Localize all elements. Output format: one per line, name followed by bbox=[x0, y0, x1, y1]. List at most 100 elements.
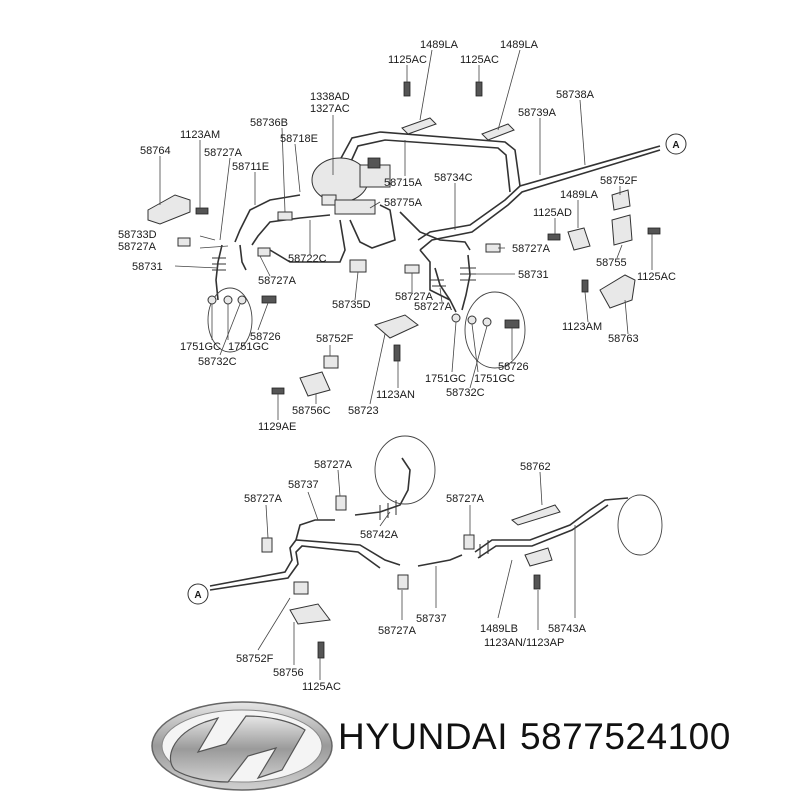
bolt-1125AC-1 bbox=[403, 81, 411, 97]
hose-lower-right-ribs bbox=[479, 540, 489, 558]
leader bbox=[219, 157, 231, 241]
washer-1751GC-right-1 bbox=[451, 313, 461, 323]
hose-lower-ribs bbox=[379, 500, 397, 520]
leader bbox=[257, 597, 291, 651]
pipe-top-curve-2 bbox=[347, 139, 511, 193]
bracket-1489LA-1 bbox=[401, 117, 437, 135]
leader bbox=[624, 299, 629, 335]
leader bbox=[439, 287, 443, 303]
pipe-long-2 bbox=[419, 149, 661, 251]
part-label: 58727A bbox=[118, 241, 157, 253]
part-label: 1125AD bbox=[533, 207, 572, 219]
reservoir-cap bbox=[367, 157, 381, 169]
leader bbox=[199, 245, 229, 249]
part-label: 1125AC bbox=[460, 54, 499, 66]
part-label: 58727A bbox=[244, 493, 283, 505]
part-label: 58731 bbox=[518, 269, 549, 281]
part-label: 1125AC bbox=[388, 54, 427, 66]
leader bbox=[584, 291, 589, 323]
part-label: 58727A bbox=[446, 493, 485, 505]
leader bbox=[265, 504, 269, 539]
part-label: 58722C bbox=[288, 253, 327, 265]
bolt-1125AC-2 bbox=[475, 81, 483, 97]
bracket-58762 bbox=[511, 504, 561, 526]
part-label: 1338AD bbox=[310, 91, 350, 103]
bolt-1125AD bbox=[547, 233, 561, 241]
part-label: 58743A bbox=[548, 623, 587, 635]
part-label: 58733D bbox=[118, 229, 157, 241]
callout-a-upper-label: A bbox=[672, 140, 679, 151]
leader bbox=[257, 302, 269, 331]
bracket-58723 bbox=[374, 314, 419, 339]
bracket-1489LA-2 bbox=[481, 123, 515, 141]
part-label: 1125AC bbox=[637, 271, 676, 283]
leader bbox=[199, 235, 216, 241]
lower-parts bbox=[261, 435, 663, 659]
leader bbox=[497, 559, 513, 619]
leader bbox=[539, 471, 543, 506]
leader bbox=[469, 325, 488, 389]
part-label: 58742A bbox=[360, 529, 399, 541]
hose-left bbox=[215, 244, 223, 301]
valve-58775A bbox=[334, 199, 376, 215]
pipe-lower-2 bbox=[209, 545, 381, 591]
part-label: 58727A bbox=[204, 147, 243, 159]
brand-name: HYUNDAI bbox=[338, 716, 509, 757]
washer-left-3 bbox=[237, 295, 247, 305]
hose-left-ribs bbox=[212, 257, 226, 271]
pipe-left-1 bbox=[234, 194, 301, 243]
leader bbox=[281, 127, 286, 213]
part-label: 58723 bbox=[348, 405, 379, 417]
bracket-58755 bbox=[611, 214, 633, 246]
part-label: 58727A bbox=[414, 301, 453, 313]
bolt-1129AE bbox=[271, 387, 285, 395]
pipe-lower-3 bbox=[295, 519, 335, 541]
bracket-58763 bbox=[599, 274, 636, 309]
part-label: 58726 bbox=[498, 361, 529, 373]
part-label: 58755 bbox=[596, 257, 627, 269]
lower-brake-pipes bbox=[209, 457, 629, 591]
hyundai-logo bbox=[151, 701, 333, 791]
part-label: 58727A bbox=[395, 291, 434, 303]
clip-58718E bbox=[321, 194, 337, 206]
bracket-1489LA-right bbox=[567, 227, 591, 251]
part-label: 1751GC bbox=[228, 341, 269, 353]
clip-58752F-right bbox=[611, 189, 631, 211]
clip-58727A-lower-4 bbox=[397, 574, 409, 590]
wheel-outline-right bbox=[464, 291, 526, 369]
leader bbox=[354, 271, 359, 301]
part-label: 58752F bbox=[316, 333, 354, 345]
part-label: 58727A bbox=[378, 625, 417, 637]
part-label: 1489LB bbox=[480, 623, 518, 635]
part-label: 58727A bbox=[314, 459, 353, 471]
part-label: 58739A bbox=[518, 107, 557, 119]
bolt-1123AN bbox=[393, 344, 401, 362]
part-label: 58711E bbox=[232, 161, 269, 173]
part-label: 1489LA bbox=[560, 189, 599, 201]
bolt-1125AC-lower bbox=[317, 641, 325, 659]
pipe-mid-loop bbox=[349, 204, 396, 249]
wheel-outline-lower-left bbox=[374, 435, 436, 505]
pipe-long-1 bbox=[417, 145, 661, 241]
part-label: 58764 bbox=[140, 145, 171, 157]
part-label: 58736B bbox=[250, 117, 288, 129]
callout-a-lower: A bbox=[187, 583, 209, 605]
part-label: 1123AM bbox=[562, 321, 602, 333]
part-label: 1751GC bbox=[425, 373, 466, 385]
leader bbox=[451, 321, 457, 373]
clip-58752F-lower bbox=[293, 581, 309, 595]
clip-58727A-1 bbox=[177, 237, 191, 247]
leader bbox=[497, 49, 521, 131]
washer-right-3 bbox=[482, 317, 492, 327]
bolt-1123AN-lower bbox=[533, 574, 541, 590]
bracket-58756 bbox=[289, 603, 331, 625]
part-label: 58763 bbox=[608, 333, 639, 345]
pipe-top-curve-1 bbox=[339, 131, 521, 187]
part-label: 58727A bbox=[512, 243, 551, 255]
part-label: 58732C bbox=[446, 387, 485, 399]
part-label: 1123AN/1123AP bbox=[484, 637, 564, 649]
leader bbox=[369, 201, 381, 209]
part-label: 58752F bbox=[236, 653, 274, 665]
